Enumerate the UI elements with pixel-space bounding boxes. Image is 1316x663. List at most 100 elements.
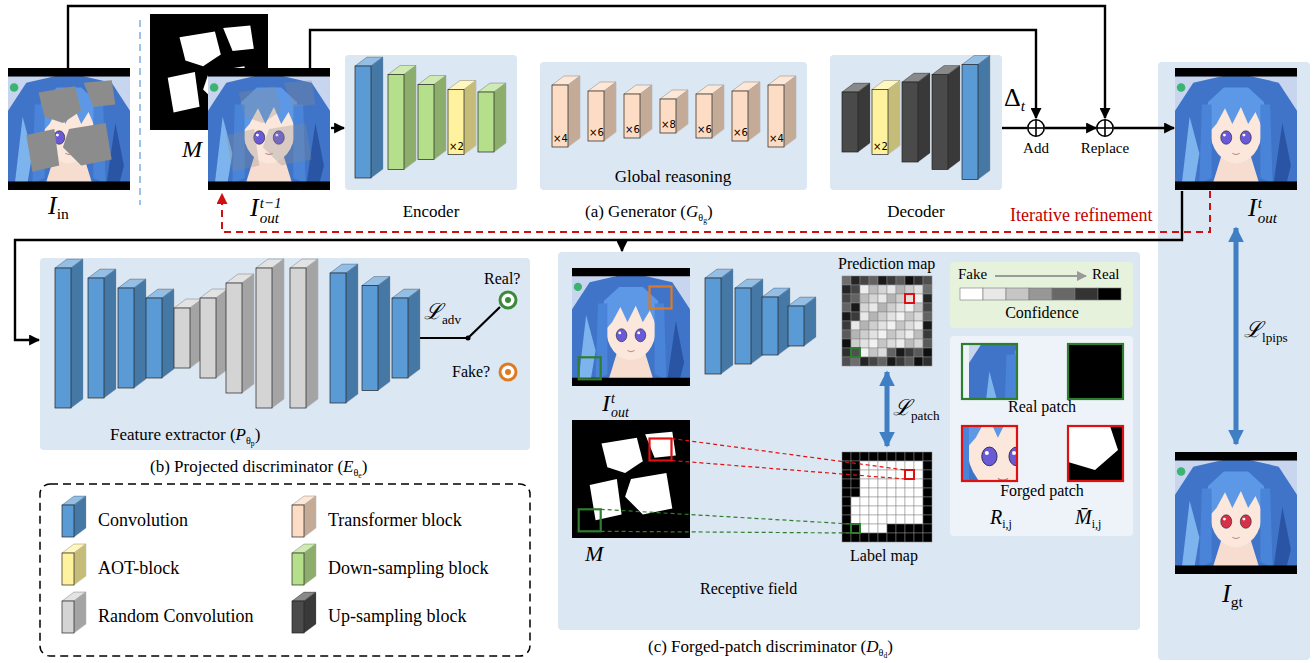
shape — [948, 66, 960, 170]
illustration-part — [655, 303, 667, 380]
operator-circle — [1028, 120, 1044, 136]
node-illustration — [950, 336, 1133, 536]
block-face — [256, 268, 272, 408]
layer-block — [418, 76, 446, 160]
map-cell — [851, 506, 860, 515]
shape — [604, 82, 616, 141]
block-face — [872, 90, 888, 155]
block-face — [118, 288, 134, 388]
node-label: Replace — [1081, 140, 1129, 157]
illustration-part — [1175, 565, 1297, 574]
node-label: Encoder — [403, 203, 460, 222]
mask-patch — [1068, 426, 1123, 481]
shape — [918, 73, 930, 162]
map-cell — [842, 533, 851, 542]
highlight-box — [650, 287, 672, 309]
label: lpips — [1262, 330, 1288, 345]
shape — [784, 76, 796, 147]
shape — [346, 264, 358, 403]
shape — [888, 81, 900, 155]
illustration-part — [1221, 131, 1232, 144]
legend-swatch — [62, 496, 86, 537]
patch-box: Real patchForged patch — [950, 336, 1133, 536]
label: Label map — [850, 547, 918, 564]
block-face — [388, 75, 404, 170]
map-cell — [914, 515, 923, 524]
illustration-part — [969, 344, 1017, 399]
repeat-count: ×8 — [661, 119, 676, 130]
shape — [434, 76, 446, 160]
map-cell — [905, 461, 914, 470]
shape — [464, 81, 476, 155]
text-group: M̄i,j — [1075, 506, 1101, 531]
layer-block — [448, 81, 476, 155]
map-cell — [887, 348, 896, 357]
map-cell — [860, 524, 869, 533]
block-face — [962, 65, 978, 180]
map-cell — [887, 497, 896, 506]
map-cell — [896, 312, 905, 321]
shape — [721, 269, 733, 374]
highlight-cell — [905, 294, 914, 303]
connector-group — [1045, 128, 1096, 129]
map-cell — [842, 294, 851, 303]
map-cell — [905, 515, 914, 524]
map-cell — [923, 524, 932, 533]
map-cell — [851, 303, 860, 312]
map-cell — [887, 294, 896, 303]
map-cell — [887, 515, 896, 524]
map-cell — [887, 533, 896, 542]
map-cell — [860, 479, 869, 488]
label: ℒ — [424, 299, 442, 324]
label: θ — [246, 435, 251, 446]
plus-stroke — [1104, 120, 1106, 136]
shape — [304, 496, 316, 537]
repeat-count: ×6 — [589, 127, 604, 138]
connector-group — [1002, 128, 1027, 129]
map-cell — [896, 339, 905, 348]
map-cell — [842, 452, 851, 461]
map-cell — [842, 303, 851, 312]
illustration-part — [637, 331, 640, 334]
map-cell — [860, 497, 869, 506]
layer-block — [842, 83, 870, 152]
illustration-part — [1240, 131, 1251, 144]
label: Fake? — [452, 363, 490, 380]
map-cell — [842, 506, 851, 515]
layer-block — [118, 279, 146, 388]
map-cell — [842, 276, 851, 285]
map-cell — [914, 506, 923, 515]
map-cell — [887, 452, 896, 461]
label: ℒ — [1244, 317, 1262, 342]
shape — [378, 277, 390, 391]
illustration-part — [616, 329, 627, 342]
map-cell — [905, 470, 914, 479]
confidence-cell — [1052, 288, 1075, 300]
illustration-part — [226, 129, 259, 172]
map-cell — [851, 479, 860, 488]
shape — [134, 279, 146, 388]
flow-line — [331, 127, 344, 129]
layer-block — [62, 496, 86, 537]
shape — [104, 269, 116, 398]
label: adv — [442, 312, 461, 327]
text-group: M — [585, 542, 603, 566]
illustration-part — [1068, 426, 1123, 481]
block-face — [62, 601, 74, 633]
map-cell — [878, 515, 887, 524]
legend-text: Random Convolution — [98, 607, 254, 627]
text-group: ×2 — [449, 141, 464, 152]
shape — [640, 85, 652, 138]
illustration-part — [208, 68, 330, 77]
illustration-part — [978, 372, 1004, 400]
patch-border — [1068, 344, 1123, 399]
map-cell — [878, 357, 887, 366]
map-cell — [914, 312, 923, 321]
map-cell — [887, 276, 896, 285]
math-script: t — [1258, 196, 1277, 211]
map-cell — [905, 294, 914, 303]
illustration-part — [56, 134, 59, 137]
map-cell — [923, 357, 932, 366]
map-cell — [887, 303, 896, 312]
illustration-part — [1175, 457, 1297, 574]
